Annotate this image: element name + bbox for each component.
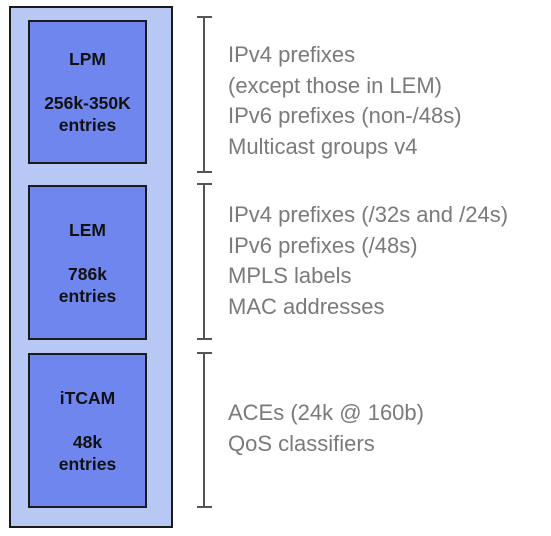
itcam-block: iTCAM 48k entries	[28, 353, 147, 508]
itcam-description: ACEs (24k @ 160b) QoS classifiers	[228, 398, 424, 459]
itcam-entries-label: entries	[58, 453, 117, 474]
lem-title: LEM	[69, 219, 106, 240]
lpm-block: LPM 256k-350K entries	[28, 20, 147, 164]
description-line: IPv4 prefixes (/32s and /24s)	[228, 202, 509, 227]
description-line: MPLS labels	[228, 263, 352, 288]
description-line: IPv4 prefixes	[228, 42, 356, 67]
lpm-bracket	[197, 16, 215, 173]
lpm-entries-label: entries	[58, 115, 117, 135]
description-line: QoS classifiers	[228, 430, 375, 456]
itcam-capacity: 48k	[72, 431, 103, 452]
lpm-capacity: 256k-350K	[44, 93, 131, 113]
lem-block: LEM 786k entries	[28, 185, 147, 340]
lpm-title: LPM	[69, 49, 106, 69]
itcam-bracket	[197, 352, 215, 508]
description-line: (except those in LEM)	[228, 72, 442, 98]
lem-capacity: 786k	[68, 263, 107, 284]
lem-entries-label: entries	[58, 285, 117, 306]
description-line: IPv6 prefixes (non-/48s)	[228, 103, 462, 128]
lem-bracket	[197, 183, 215, 340]
lpm-description: IPv4 prefixes (except those in LEM) IPv6…	[228, 40, 462, 162]
lem-description: IPv4 prefixes (/32s and /24s) IPv6 prefi…	[228, 200, 508, 322]
description-line: Multicast groups v4	[228, 133, 418, 159]
description-line: IPv6 prefixes (/48s)	[228, 232, 418, 258]
description-line: MAC addresses	[228, 293, 385, 319]
description-line: ACEs (24k @ 160b)	[228, 400, 424, 425]
itcam-title: iTCAM	[59, 387, 116, 408]
